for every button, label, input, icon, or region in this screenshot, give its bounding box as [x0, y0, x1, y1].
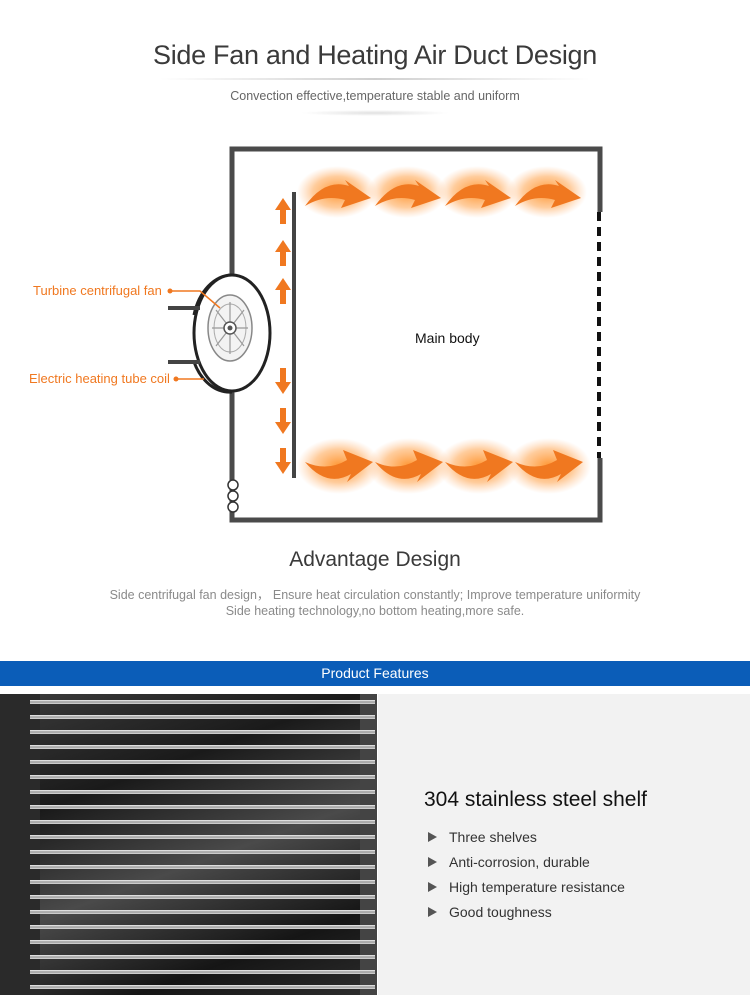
down-arrow — [275, 408, 291, 434]
feature-list: Three shelves Anti-corrosion, durable Hi… — [428, 824, 625, 924]
shelf-rod — [30, 790, 375, 794]
airflow-up-arrows — [275, 198, 291, 304]
feature-item-label: High temperature resistance — [449, 878, 625, 895]
advantage-line-1: Side centrifugal fan design， Ensure heat… — [109, 588, 641, 602]
airflow-down-arrows — [275, 368, 291, 474]
curved-arrow-top — [367, 166, 447, 218]
hot-air-top-arrows — [297, 166, 587, 218]
down-arrow — [275, 368, 291, 394]
shelf-rod — [30, 775, 375, 779]
curved-arrow-bottom — [507, 438, 591, 494]
shelf-rod — [30, 880, 375, 884]
shelf-rod — [30, 895, 375, 899]
page-subtitle: Convection effective,temperature stable … — [230, 89, 520, 103]
curved-arrow-bottom — [437, 438, 521, 494]
fan-leader-line — [170, 290, 221, 309]
curved-arrow-top — [507, 166, 587, 218]
up-arrow — [275, 278, 291, 304]
label-main-body: Main body — [415, 330, 480, 346]
shelf-rod — [30, 730, 375, 734]
triangle-bullet-icon — [428, 831, 437, 842]
shelf-rod — [30, 700, 375, 704]
curved-arrow-bottom — [367, 438, 451, 494]
chamber-frame — [229, 146, 603, 523]
shelf-rod — [30, 970, 375, 974]
subtitle-shadow — [300, 110, 450, 116]
feature-title: 304 stainless steel shelf — [424, 788, 647, 811]
label-heating-coil: Electric heating tube coil — [29, 371, 170, 386]
shelf-rod — [30, 850, 375, 854]
fan-leader-dot — [167, 288, 173, 294]
advantage-line-2: Side heating technology,no bottom heatin… — [225, 604, 525, 618]
up-arrow — [275, 240, 291, 266]
curved-arrow-bottom — [297, 438, 381, 494]
feature-item-label: Good toughness — [449, 903, 552, 920]
feature-panel: 304 stainless steel shelf Three shelves … — [378, 694, 750, 995]
shelf-rods-image — [0, 694, 377, 995]
shelf-rod — [30, 940, 375, 944]
shelf-rod — [30, 805, 375, 809]
shelf-rod — [30, 835, 375, 839]
product-features-band: Product Features — [0, 661, 750, 686]
triangle-bullet-icon — [428, 906, 437, 917]
shelf-rod — [30, 985, 375, 989]
up-arrow — [275, 198, 291, 224]
shelf-rod — [30, 865, 375, 869]
feature-item: Good toughness — [428, 899, 625, 924]
curved-arrow-top — [437, 166, 517, 218]
steel-shelf-photo — [0, 694, 377, 995]
shelf-rod — [30, 760, 375, 764]
centrifugal-fan-wheel — [207, 294, 253, 362]
down-arrow — [275, 448, 291, 474]
curved-arrow-top — [297, 166, 377, 218]
feature-item: High temperature resistance — [428, 874, 625, 899]
title-underline — [160, 78, 590, 80]
coil-leader-dot — [173, 376, 179, 382]
page-title: Side Fan and Heating Air Duct Design — [153, 40, 597, 70]
shelf-rod — [30, 925, 375, 929]
feature-item-label: Anti-corrosion, durable — [449, 853, 590, 870]
shelf-rod — [30, 745, 375, 749]
label-turbine-fan: Turbine centrifugal fan — [33, 283, 162, 298]
shelf-rod — [30, 955, 375, 959]
air-duct-diagram: Turbine centrifugal fan Electric heating… — [29, 146, 603, 523]
feature-item-label: Three shelves — [449, 828, 537, 845]
advantage-title: Advantage Design — [289, 548, 461, 571]
feature-item: Three shelves — [428, 824, 625, 849]
shelf-rod — [30, 820, 375, 824]
shelf-rod — [30, 910, 375, 914]
caster-wheels — [227, 479, 239, 513]
feature-item: Anti-corrosion, durable — [428, 849, 625, 874]
hot-air-bottom-arrows — [297, 438, 591, 494]
triangle-bullet-icon — [428, 856, 437, 867]
triangle-bullet-icon — [428, 881, 437, 892]
shelf-rod — [30, 715, 375, 719]
